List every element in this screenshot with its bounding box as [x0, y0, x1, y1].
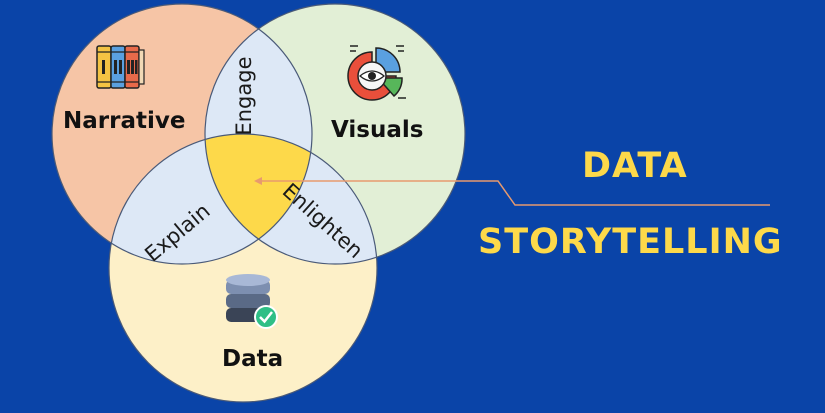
books-icon — [96, 45, 145, 89]
pointer-line — [258, 180, 770, 206]
data-label: Data — [222, 346, 283, 372]
pointer-arrowhead — [254, 177, 262, 185]
title-line-1: DATA — [582, 146, 688, 186]
eye-chart-icon — [347, 45, 406, 101]
enlighten-overlap — [205, 134, 377, 264]
visuals-label: Visuals — [331, 117, 423, 143]
title-line-2: STORYTELLING — [478, 222, 783, 262]
narrative-outline — [51, 3, 313, 265]
narrative-label: Narrative — [63, 108, 185, 134]
database-check-icon — [226, 274, 278, 329]
engage-label: Engage — [232, 56, 256, 135]
data-outline — [108, 133, 378, 403]
visuals-outline — [204, 3, 466, 265]
